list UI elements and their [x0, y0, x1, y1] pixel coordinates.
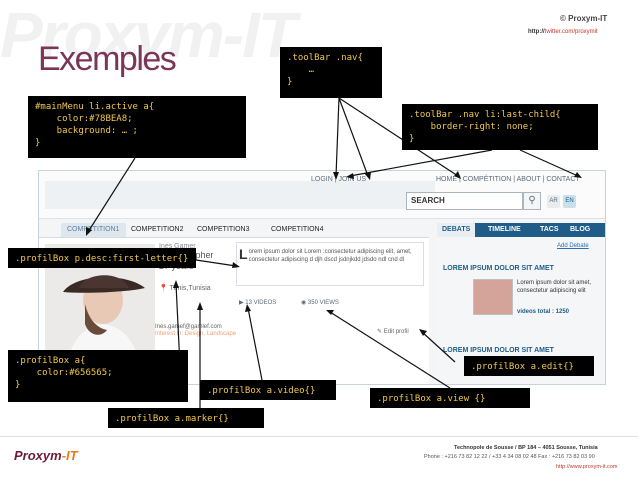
- marker-link[interactable]: 📍 Tunis,Tunisia: [159, 285, 211, 292]
- arrow-video: [247, 307, 263, 381]
- logo-part-b: -IT: [61, 448, 78, 463]
- url-rest: twitter.com/proxymit: [544, 29, 598, 35]
- arrow-toolbar-nav-login: [335, 97, 340, 177]
- code-profil-a: .profilBox a{ color:#656565; }: [8, 350, 188, 402]
- side-tabs: DEBATS TIMELINE TACS BLOG: [437, 223, 605, 237]
- tab-competition1[interactable]: COMPETITION1: [61, 223, 126, 237]
- toolbar-login-nav[interactable]: LOGIN | JOIN US: [311, 176, 367, 183]
- footer-divider: [0, 436, 638, 437]
- arrow-toolbar-nav-home: [338, 97, 459, 177]
- profile-interest: Interest in: Design, Landscape: [155, 331, 237, 337]
- tab-timeline[interactable]: TIMELINE: [488, 226, 521, 233]
- toolbar-main-nav[interactable]: HOME | COMPÉTITION | ABOUT | CONTACT: [436, 176, 580, 183]
- arrow-first-letter: [195, 259, 237, 267]
- tab-competition2[interactable]: COMPETITION2: [131, 226, 184, 233]
- desc-box: [236, 242, 424, 286]
- tab-debats[interactable]: DEBATS: [437, 223, 476, 237]
- videos-text: 13 VIDEOS: [245, 300, 277, 306]
- edit-text: Edit profil: [383, 329, 409, 335]
- lang-ar-button[interactable]: AR: [547, 195, 560, 208]
- edit-profile-link[interactable]: ✎ Edit profil: [377, 329, 409, 335]
- code-first-letter: .profilBox p.desc:first-letter{}: [8, 248, 196, 268]
- tab-tacs[interactable]: TACS: [540, 226, 559, 233]
- video-link[interactable]: ▶ 13 VIDEOS: [239, 300, 277, 306]
- footer-phone: Phone : +216 73 82 12 22 / +33 4 34 08 0…: [424, 454, 595, 460]
- mockup-logo-area: [45, 181, 435, 209]
- footer-url[interactable]: http://www.proxym-it.com: [556, 464, 618, 470]
- tab-competition3[interactable]: COMPETITION3: [197, 226, 250, 233]
- side-text: Lorem ipsum dolor sit amet, consectetur …: [517, 280, 592, 294]
- side-heading-1[interactable]: LOREM IPSUM DOLOR SIT AMET: [443, 265, 554, 272]
- code-marker: .profilBox a.marker{}: [108, 408, 264, 428]
- add-debate-link[interactable]: Add Debate: [557, 243, 589, 249]
- arrow-edit: [421, 331, 456, 363]
- desc-text: orem ipsum dolor sit Lorem :consectetur …: [248, 249, 412, 263]
- footer-address: Technopole de Sousse / BP 184 – 4051 Sou…: [454, 445, 598, 451]
- tab-competition4[interactable]: COMPETITION4: [271, 226, 324, 233]
- location-text: Tunis,Tunisia: [169, 285, 211, 292]
- slide-title: Exemples: [38, 40, 177, 78]
- arrow-toolbar-nav-join: [338, 97, 369, 177]
- arrow-last-child-2: [519, 149, 579, 177]
- search-icon[interactable]: ⚲: [523, 192, 541, 210]
- code-main-menu: #mainMenu li.active a{ color:#78BEA8; ba…: [28, 96, 246, 158]
- search-input[interactable]: SEARCH: [406, 192, 523, 210]
- arrow-view: [329, 311, 451, 389]
- arrow-main-menu: [87, 157, 136, 233]
- code-video: .profilBox a.video{}: [200, 380, 336, 400]
- side-heading-2[interactable]: LOREM IPSUM DOLOR SIT AMET: [443, 347, 554, 354]
- brand-url[interactable]: http://twitter.com/proxymit: [528, 29, 598, 35]
- code-edit: .profilBox a.edit{}: [464, 356, 594, 376]
- view-link[interactable]: ◉ 350 VIEWS: [301, 300, 339, 306]
- lang-en-button[interactable]: EN: [563, 195, 576, 208]
- url-prefix: http://: [528, 29, 545, 35]
- side-stat: videos total : 1250: [517, 309, 570, 315]
- proxym-watermark: Proxym-IT: [0, 0, 297, 70]
- profile-name: Ines Gamer: [159, 243, 196, 250]
- code-view: .profilBox a.view {}: [370, 388, 530, 408]
- arrow-last-child-1: [349, 149, 493, 177]
- code-toolbar-last-child: .toolBar .nav li:last-child{ border-righ…: [402, 104, 598, 150]
- logo-part-a: Proxym: [14, 448, 62, 463]
- footer-logo: Proxym-IT: [14, 448, 78, 463]
- site-mockup: LOGIN | JOIN US HOME | COMPÉTITION | ABO…: [38, 170, 606, 385]
- desc-first-letter: L: [239, 246, 248, 262]
- main-menu: COMPETITION1 COMPETITION2 COMPETITION3 C…: [39, 223, 429, 237]
- code-toolbar-nav: .toolBar .nav{ … }: [280, 47, 382, 98]
- brand-name: © Proxym-IT: [560, 14, 608, 23]
- tab-blog[interactable]: BLOG: [570, 226, 591, 233]
- debate-thumbnail[interactable]: [473, 279, 513, 315]
- profile-email-link[interactable]: Ines.gamef@gamlef.com: [155, 324, 222, 330]
- views-text: 350 VIEWS: [307, 300, 339, 306]
